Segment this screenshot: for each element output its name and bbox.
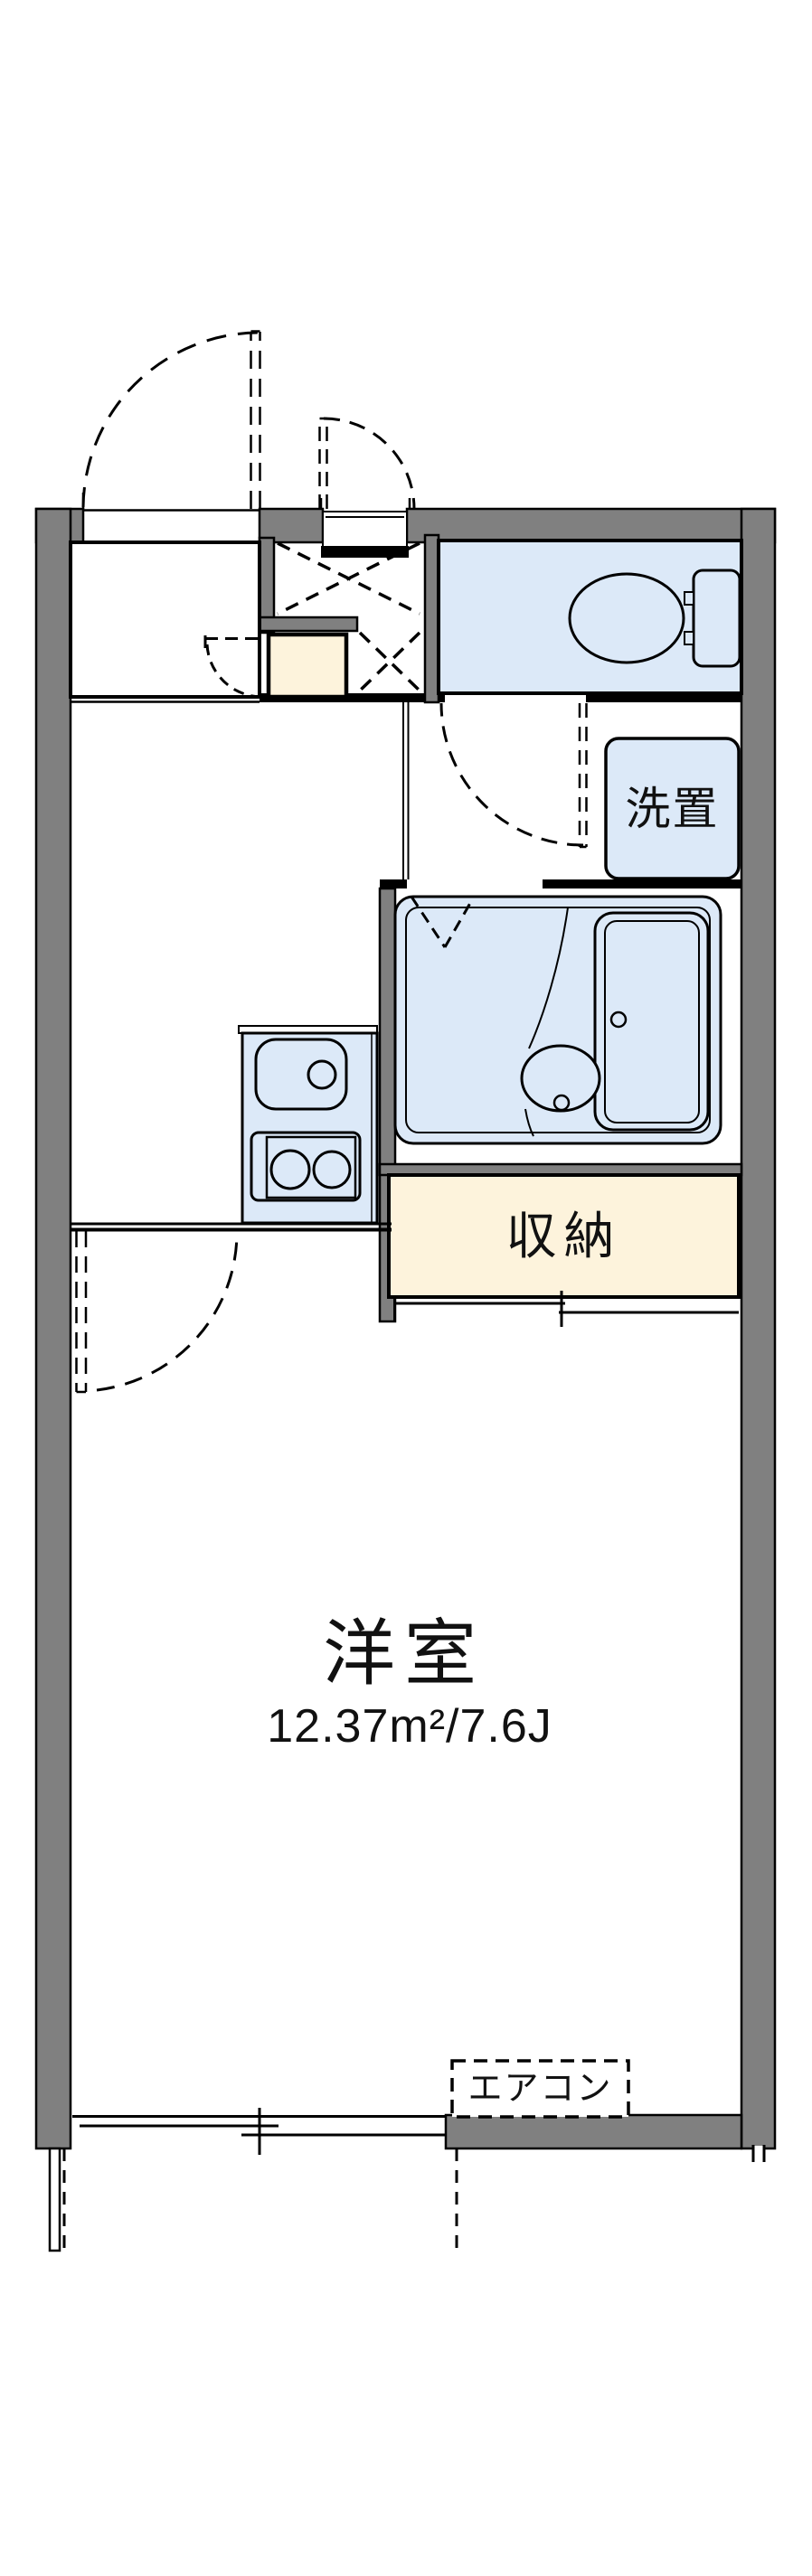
- bathtub-drain-icon: [609, 1011, 628, 1029]
- balcony-notch-lines: [751, 2145, 766, 2162]
- toilet-tank-icon: [692, 569, 741, 668]
- stove-burner-left: [269, 1149, 311, 1190]
- kitchen-faucet-icon: [307, 1059, 337, 1090]
- entry-side-room: [69, 541, 261, 699]
- air-conditioner-label: エアコン: [467, 2070, 613, 2108]
- bathtub-icon: [593, 911, 710, 1132]
- main-room-door-swing-icon: [96, 1233, 239, 1392]
- stove-burner-right: [312, 1150, 352, 1189]
- storage-sliding-door-icon: [393, 1291, 739, 1327]
- air-conditioner-box: [450, 2059, 630, 2119]
- genkan-right-wall: [423, 533, 440, 704]
- main-room-area-label: 12.37m²/7.6J: [267, 1700, 552, 1753]
- sliding-window-icon: [72, 2108, 446, 2155]
- bath-counter-line2: [524, 1108, 534, 1137]
- entrance-door-leaf-icon: [250, 330, 261, 509]
- bathtub-inner-line: [604, 920, 700, 1123]
- genkan-notch-wall: [258, 616, 359, 633]
- washbasin-icon: [520, 1044, 601, 1113]
- bath-top-wall-right: [543, 879, 741, 888]
- right-wall: [740, 507, 777, 2150]
- storage-box: [387, 1173, 741, 1299]
- main-room-label: 洋室: [323, 1613, 486, 1694]
- toilet-bowl-icon: [568, 572, 685, 664]
- washer-space-box: [604, 737, 741, 880]
- second-door-swing-icon: [323, 417, 416, 510]
- toilet-door-swing-icon: [439, 702, 584, 847]
- top-wall-right: [405, 507, 777, 544]
- washer-space-label: 洗置: [625, 783, 720, 834]
- bathroom-floor-inner-line: [405, 907, 711, 1133]
- balcony-divider-left: [48, 2147, 61, 2252]
- storage-label: 収納: [505, 1207, 622, 1264]
- entrance-recess-step: [321, 546, 409, 558]
- main-room-door-leaf-icon: [75, 1231, 88, 1394]
- bottom-wall-right: [444, 2113, 743, 2150]
- genkan-cross-mark-icon: [277, 541, 421, 692]
- second-door-leaf-icon: [318, 417, 328, 509]
- entrance-door-swing-icon: [81, 331, 260, 508]
- gas-stove-inner-line: [265, 1135, 357, 1199]
- toilet-bottom-wall-right: [586, 693, 741, 702]
- toilet-hinge-bottom: [684, 631, 694, 645]
- kitchen-sink-icon: [254, 1038, 348, 1111]
- toilet-bottom-wall-left: [439, 693, 445, 702]
- balcony-notch: [753, 2146, 764, 2161]
- washbasin-drain-icon: [552, 1094, 571, 1112]
- entry-room-door-swing-icon: [205, 644, 263, 699]
- bath-counter-line: [528, 907, 569, 1049]
- folding-bath-door-icon: [410, 896, 475, 948]
- toilet-hinge-top: [684, 591, 694, 606]
- bath-top-wall-left: [380, 879, 407, 888]
- toilet-door-leaf-icon: [578, 703, 588, 849]
- genkan-step: [266, 632, 349, 700]
- washroom-divider-line: [402, 702, 410, 879]
- left-wall: [34, 507, 72, 2150]
